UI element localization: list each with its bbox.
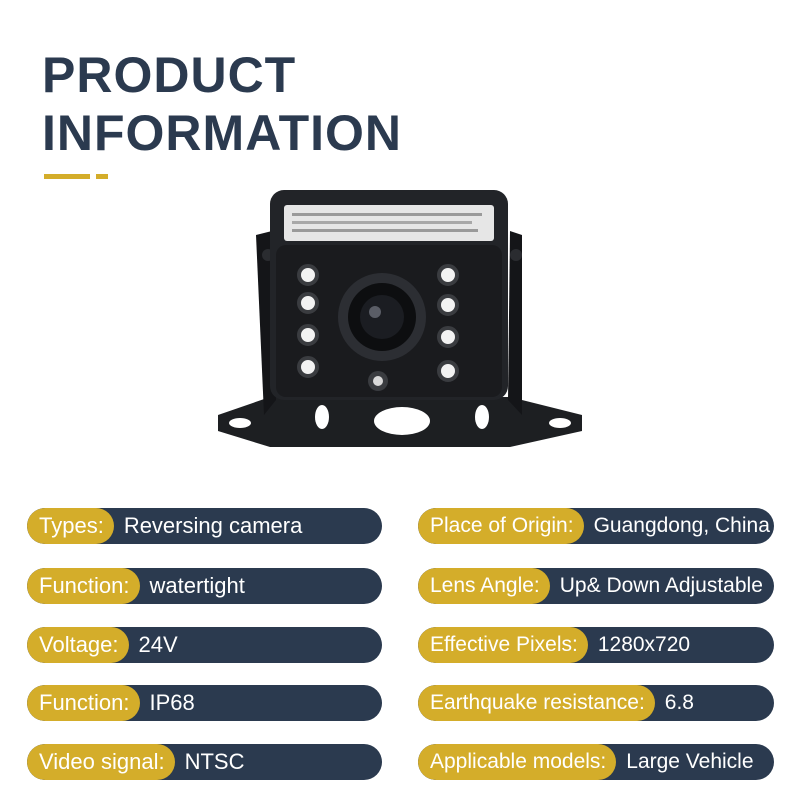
spec-key: Earthquake resistance:: [418, 685, 655, 721]
spec-key: Lens Angle:: [418, 568, 550, 604]
title-line-2: INFORMATION: [42, 105, 403, 161]
spec-key: Applicable models:: [418, 744, 617, 780]
title-underline-long: [44, 174, 90, 179]
title-underline-short: [96, 174, 108, 179]
spec-earthquake-resistance: Earthquake resistance: 6.8: [418, 685, 774, 721]
spec-value: 6.8: [664, 691, 694, 714]
spec-applicable-models: Applicable models: Large Vehicle: [418, 744, 774, 780]
spec-key: Function:: [27, 685, 140, 721]
spec-function-2: Function: IP68: [27, 685, 382, 721]
spec-key: Function:: [27, 568, 140, 604]
spec-lens-angle: Lens Angle: Up& Down Adjustable: [418, 568, 774, 604]
title-line-1: PRODUCT: [42, 47, 297, 103]
spec-place-of-origin: Place of Origin: Guangdong, China: [418, 508, 774, 544]
page-title: PRODUCT INFORMATION: [42, 46, 402, 162]
spec-effective-pixels: Effective Pixels: 1280x720: [418, 627, 774, 663]
spec-key: Video signal:: [27, 744, 175, 780]
spec-key: Effective Pixels:: [418, 627, 588, 663]
spec-key: Voltage:: [27, 627, 129, 663]
spec-value: 1280x720: [597, 633, 691, 656]
camera-product-image: [218, 190, 582, 447]
spec-function-1: Function: watertight: [27, 568, 382, 604]
spec-types: Types: Reversing camera: [27, 508, 382, 544]
spec-value: Large Vehicle: [626, 750, 754, 773]
spec-value: 24V: [138, 632, 178, 657]
spec-value: Up& Down Adjustable: [559, 574, 763, 597]
spec-value: Reversing camera: [123, 513, 303, 538]
spec-value: NTSC: [184, 749, 245, 774]
spec-key: Types:: [27, 508, 114, 544]
spec-video-signal: Video signal: NTSC: [27, 744, 382, 780]
spec-voltage: Voltage: 24V: [27, 627, 382, 663]
spec-value: IP68: [149, 690, 195, 715]
spec-value: Guangdong, China: [593, 514, 770, 537]
spec-value: watertight: [149, 573, 245, 598]
spec-key: Place of Origin:: [418, 508, 584, 544]
